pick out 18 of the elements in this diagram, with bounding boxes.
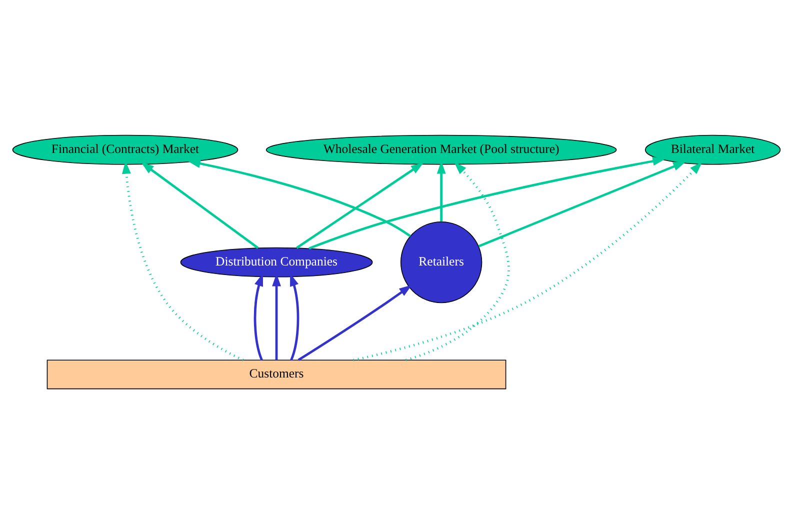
- arrow: [406, 162, 510, 362]
- node-ellipse: Financial (Contracts) Market: [12, 134, 238, 165]
- arrow: [122, 161, 244, 362]
- arrow: [436, 161, 446, 222]
- node-circle: Retailers: [400, 221, 482, 304]
- arrow: [272, 274, 281, 360]
- arrow: [290, 273, 300, 361]
- arrow: [141, 162, 259, 249]
- arrow: [308, 156, 666, 250]
- arrow: [254, 273, 264, 361]
- node-box: Customers: [46, 360, 506, 390]
- arrow: [478, 162, 686, 248]
- arrow: [296, 162, 424, 249]
- arrow: [188, 159, 411, 238]
- node-ellipse: Distribution Companies: [180, 247, 373, 278]
- arrow: [298, 284, 412, 362]
- node-ellipse: Wholesale Generation Market (Pool structure): [266, 134, 617, 165]
- arrow: [353, 162, 702, 362]
